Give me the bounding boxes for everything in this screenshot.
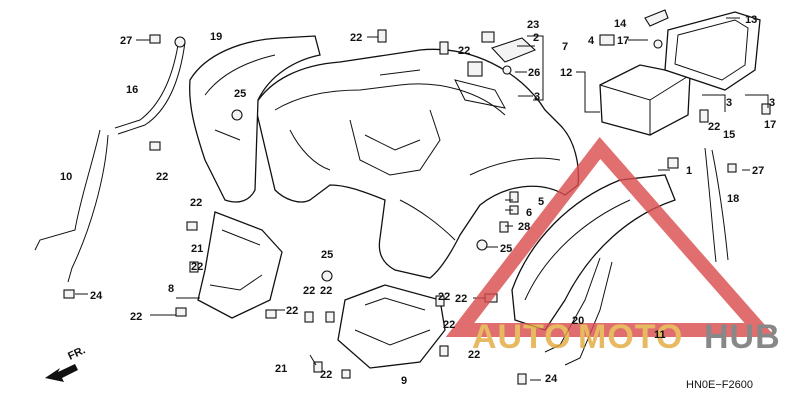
- callout-4: 4: [588, 35, 595, 47]
- callout-3: 3: [769, 97, 775, 109]
- small-parts-14-4: [599, 9, 669, 49]
- callout-2: 2: [533, 32, 539, 44]
- callout-1: 1: [686, 165, 692, 177]
- callout-5: 5: [538, 196, 544, 208]
- watermark-text-3: HUB: [704, 318, 781, 356]
- callout-28: 28: [518, 221, 530, 233]
- callout-27: 27: [752, 165, 764, 177]
- side-panel-19: [189, 35, 321, 203]
- callout-15: 15: [723, 129, 735, 141]
- callout-22: 22: [286, 305, 298, 317]
- callout-22: 22: [708, 121, 720, 133]
- callout-14: 14: [614, 18, 627, 30]
- callout-22: 22: [455, 293, 467, 305]
- callout-11: 11: [654, 329, 666, 341]
- callout-21: 21: [191, 243, 203, 255]
- callout-17: 17: [617, 35, 629, 47]
- callout-17: 17: [764, 119, 776, 131]
- callout-20: 20: [572, 315, 584, 327]
- callout-22: 22: [320, 285, 332, 297]
- callout-25: 25: [321, 249, 333, 261]
- callout-27: 27: [120, 35, 132, 47]
- callout-22: 22: [156, 171, 168, 183]
- stay-18: [704, 147, 729, 263]
- callout-22: 22: [320, 369, 332, 381]
- callout-24: 24: [90, 290, 103, 302]
- callout-22: 22: [190, 197, 202, 209]
- callout-23: 23: [527, 19, 539, 31]
- watermark-triangle-icon: [445, 136, 776, 337]
- callout-9: 9: [401, 375, 407, 387]
- callout-26: 26: [528, 67, 540, 79]
- callout-22: 22: [130, 311, 142, 323]
- watermark: AUTO MOTO HUB: [445, 136, 781, 356]
- guard-9: [337, 284, 446, 369]
- leader-lines: [75, 17, 769, 381]
- callout-6: 6: [526, 207, 532, 219]
- callout-18: 18: [727, 193, 739, 205]
- callout-labels: 27 19 22 23 2 22 7 26 3 14 13 4 17 12 3 …: [60, 14, 776, 387]
- callout-3: 3: [726, 97, 732, 109]
- callout-12: 12: [560, 67, 572, 79]
- callout-7: 7: [562, 41, 568, 53]
- watermark-text-2: MOTO: [578, 318, 683, 356]
- bracket-plate-7: [467, 31, 537, 77]
- direction-indicator: FR.: [45, 344, 87, 382]
- direction-label: FR.: [66, 344, 87, 362]
- battery-cover-13: [664, 11, 761, 91]
- splash-guard-8: [197, 211, 283, 319]
- mudguard-20: [511, 174, 676, 331]
- callout-24: 24: [545, 373, 558, 385]
- callout-16: 16: [126, 84, 138, 96]
- callout-22: 22: [191, 261, 203, 273]
- battery-box-12: [599, 64, 691, 136]
- front-arrow-icon: [45, 364, 78, 382]
- callout-22: 22: [438, 291, 450, 303]
- diagram-code: HN0E−F2600: [686, 379, 753, 391]
- rear-fender-body: [254, 48, 580, 279]
- callout-22: 22: [443, 319, 455, 331]
- watermark-text-1: AUTO: [472, 318, 572, 356]
- callout-3: 3: [534, 91, 540, 103]
- callout-22: 22: [468, 349, 480, 361]
- callout-21: 21: [275, 363, 287, 375]
- callout-22: 22: [350, 32, 362, 44]
- callout-22: 22: [458, 45, 470, 57]
- callout-25: 25: [500, 243, 512, 255]
- callout-19: 19: [210, 31, 222, 43]
- callout-22: 22: [303, 285, 315, 297]
- callout-8: 8: [168, 283, 174, 295]
- stay-16: [114, 36, 186, 135]
- callout-10: 10: [60, 171, 72, 183]
- callout-25: 25: [234, 88, 246, 100]
- callout-13: 13: [745, 14, 757, 26]
- stay-10: [34, 129, 109, 283]
